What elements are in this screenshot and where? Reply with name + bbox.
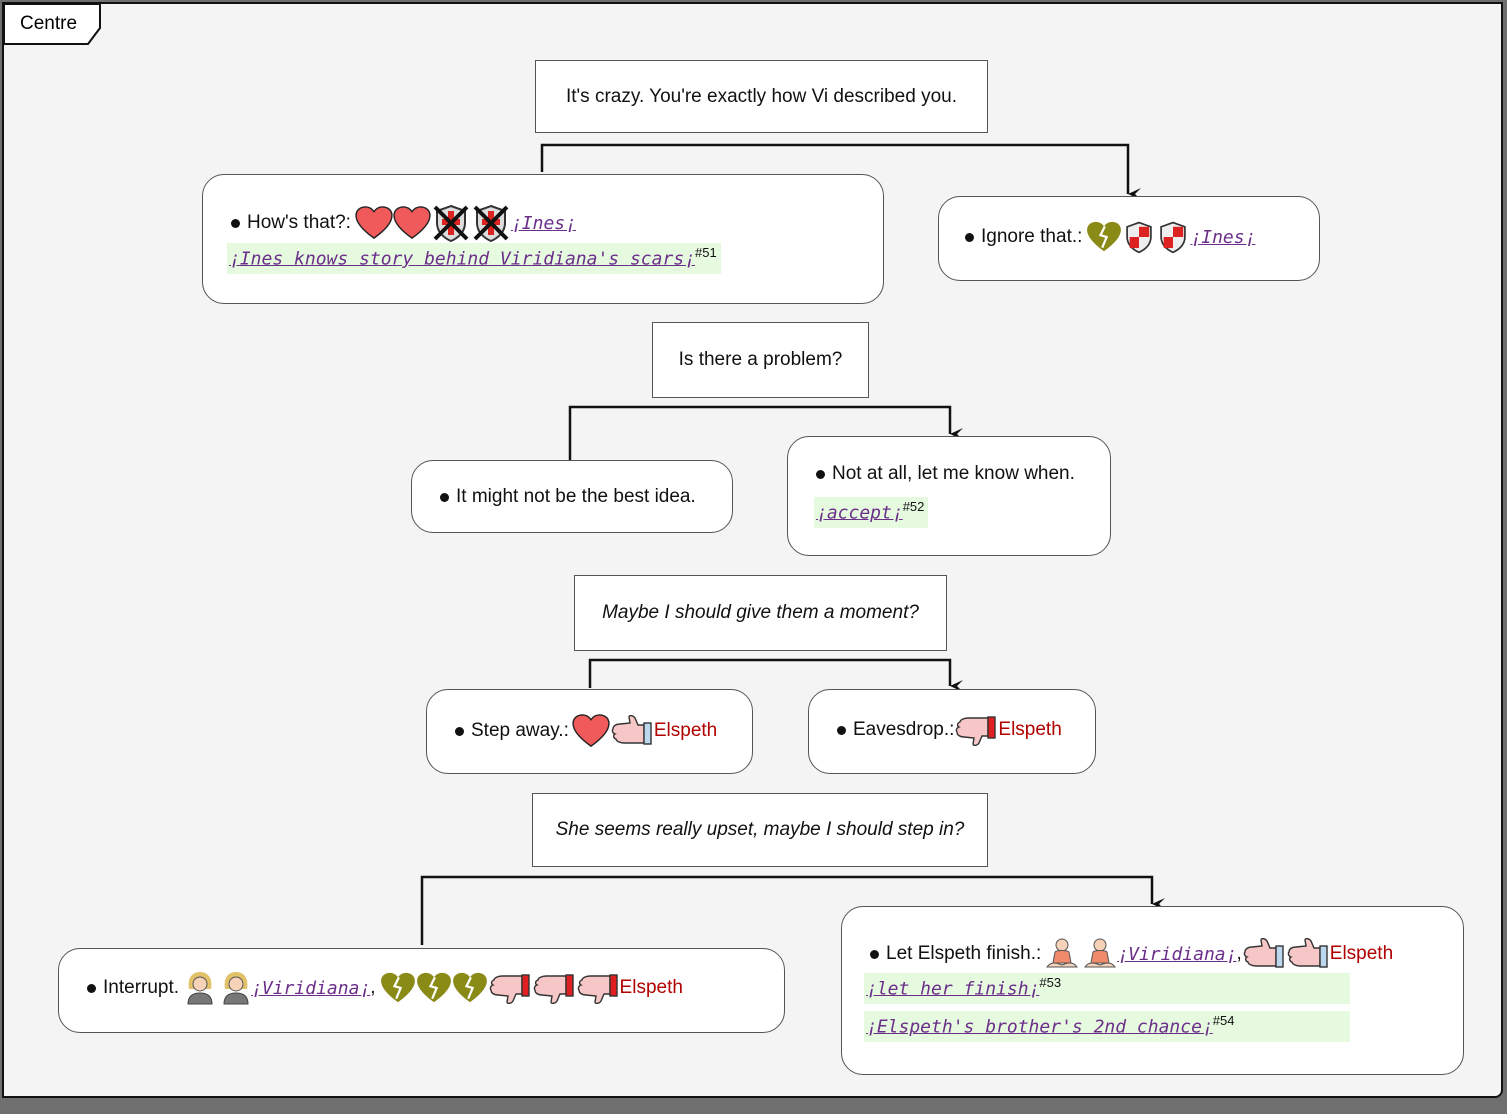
bullet [837,725,846,735]
person-icon [223,972,249,1005]
heart-icon [393,206,431,239]
prompt-text: Maybe I should give them a moment? [602,602,919,623]
prompt-box-3: Maybe I should give them a moment? [574,575,947,651]
thumbs-down-icon [489,974,530,1004]
bullet [87,983,96,993]
choice-label: It might not be the best idea. [456,486,696,507]
flag-number: #54 [1212,1013,1235,1028]
flag-number: #52 [902,499,925,514]
heart-icon [572,714,610,747]
choice-label: Let Elspeth finish.: [886,943,1042,964]
flag-tag: ¡Ines knows story behind Viridiana's sca… [227,243,721,275]
crossed-shield-icon [433,204,469,243]
prompt-text: She seems really upset, maybe I should s… [555,819,965,840]
flag-number: #51 [695,245,717,260]
thumbs-down-icon [956,716,997,746]
choice-let-elspeth-finish[interactable]: Let Elspeth finish.: ¡Viridiana¡ , Elspe… [841,906,1464,1075]
prompt-box-1: It's crazy. You're exactly how Vi descri… [535,60,988,133]
prompt-box-2: Is there a problem? [652,322,869,398]
character-name: Elspeth [653,720,718,741]
flag-tag: ¡Elspeth's brother's 2nd chance¡#54 [864,1011,1350,1043]
broken-heart-icon [452,972,487,1003]
bullet [231,218,240,228]
broken-heart-icon [1087,221,1122,252]
prompt-text: Is there a problem? [678,349,843,370]
character-name: Elspeth [1329,943,1394,964]
character-name: Elspeth [998,719,1062,740]
thumbs-up-icon [611,715,652,745]
broken-heart-icon [380,972,415,1003]
choice-hows-that[interactable]: How's that?: ¡Ines¡ ¡Ines knows story be… [202,174,884,304]
thumbs-up-icon [1243,938,1284,968]
choice-not-at-all[interactable]: Not at all, let me know when. ¡accept¡#5… [787,436,1111,556]
link-ines[interactable]: ¡Ines¡ [510,212,576,234]
choice-step-away[interactable]: Step away.: Elspeth [426,689,753,774]
choice-eavesdrop[interactable]: Eavesdrop.: Elspeth [808,689,1096,774]
choice-label: Ignore that.: [981,226,1083,247]
heart-icon [355,206,393,239]
flag-link[interactable]: ¡Elspeth's brother's 2nd chance¡ [866,1016,1213,1038]
broken-heart-icon [416,972,451,1003]
thumbs-up-icon [1287,938,1328,968]
choice-label: How's that?: [247,212,351,233]
comma: , [1236,943,1242,964]
choice-label: Interrupt. [103,977,180,998]
choice-label: Step away.: [471,720,569,741]
frame-tab [4,4,101,45]
shield-icon [1160,221,1187,254]
person-icon [187,972,213,1005]
choice-label: Not at all, let me know when. [832,463,1075,484]
crossed-shield-icon [473,204,509,243]
prompt-box-4: She seems really upset, maybe I should s… [532,793,988,867]
comma: , [370,977,376,998]
meditating-person-icon [1084,938,1117,968]
bullet [870,949,879,959]
bullet [455,726,464,736]
choice-label: Eavesdrop.: [853,719,955,740]
bullet [965,232,974,242]
link-viridiana[interactable]: ¡Viridiana¡ [251,977,371,999]
thumbs-down-icon [533,974,574,1004]
shield-icon [1126,221,1153,254]
choice-not-best-idea[interactable]: It might not be the best idea. [411,460,733,533]
frame-title: Centre [20,13,78,34]
flag-tag: ¡let her finish¡#53 [864,973,1350,1005]
meditating-person-icon [1046,938,1079,968]
flag-tag: ¡accept¡#52 [814,497,929,529]
prompt-text: It's crazy. You're exactly how Vi descri… [566,85,957,107]
bullet [440,492,449,502]
bullet [816,469,825,479]
thumbs-down-icon [577,974,618,1004]
flag-link[interactable]: ¡Ines knows story behind Viridiana's sca… [229,248,695,270]
character-name: Elspeth [619,977,683,998]
link-viridiana[interactable]: ¡Viridiana¡ [1117,943,1237,965]
choice-interrupt[interactable]: Interrupt. ¡Viridiana¡ , Elspeth [58,948,785,1033]
flag-number: #53 [1039,975,1062,990]
flag-link[interactable]: ¡accept¡ [816,502,903,524]
link-ines[interactable]: ¡Ines¡ [1190,226,1256,248]
choice-ignore-that[interactable]: Ignore that.: ¡Ines¡ [938,196,1320,281]
flag-link[interactable]: ¡let her finish¡ [866,978,1040,1000]
